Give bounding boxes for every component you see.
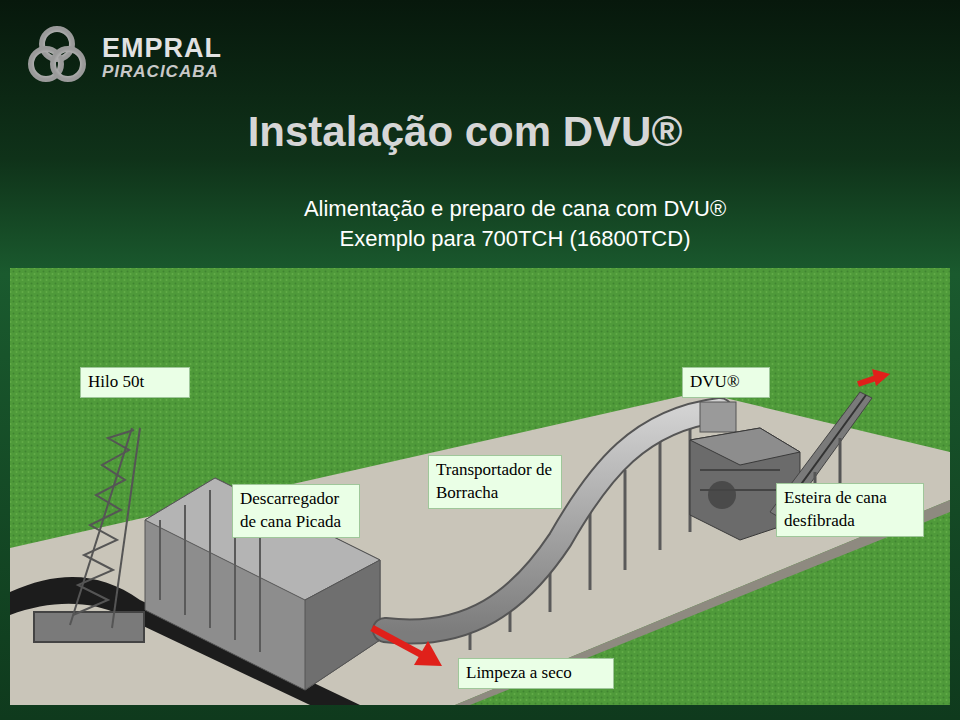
logo-name: EMPRAL xyxy=(102,33,222,64)
rubber-conveyor xyxy=(385,410,720,632)
callout-box: DVU® xyxy=(682,367,770,398)
callout-text: Limpeza a seco xyxy=(466,662,606,685)
grass-field xyxy=(10,268,950,705)
red-arrow xyxy=(858,369,890,386)
concrete-slab xyxy=(10,392,950,705)
callout-text: Esteira de cana desfibrada xyxy=(784,487,916,533)
callout-box: Transportador de Borracha xyxy=(428,455,562,509)
callout-box: Esteira de cana desfibrada xyxy=(776,483,924,537)
subtitle: Alimentação e preparo de cana com DVU® xyxy=(0,196,960,222)
callout-box: Limpeza a seco xyxy=(458,658,614,689)
callout-text: Transportador de Borracha xyxy=(436,459,554,505)
callout-box: Descarregador de cana Picada xyxy=(232,484,360,538)
slide-title: Instalação com DVU® xyxy=(0,108,930,156)
subtitle: Exemplo para 700TCH (16800TCD) xyxy=(0,226,960,252)
callout-box: Hilo 50t xyxy=(80,367,190,398)
logo-city: PIRACICABA xyxy=(102,62,219,82)
logo-icon xyxy=(31,29,83,79)
hilo-tower xyxy=(34,428,144,642)
callout-text: Descarregador de cana Picada xyxy=(240,488,352,534)
unloader xyxy=(145,478,380,690)
callout-text: DVU® xyxy=(690,371,762,394)
red-arrow xyxy=(372,628,442,666)
callout-text: Hilo 50t xyxy=(88,371,182,394)
